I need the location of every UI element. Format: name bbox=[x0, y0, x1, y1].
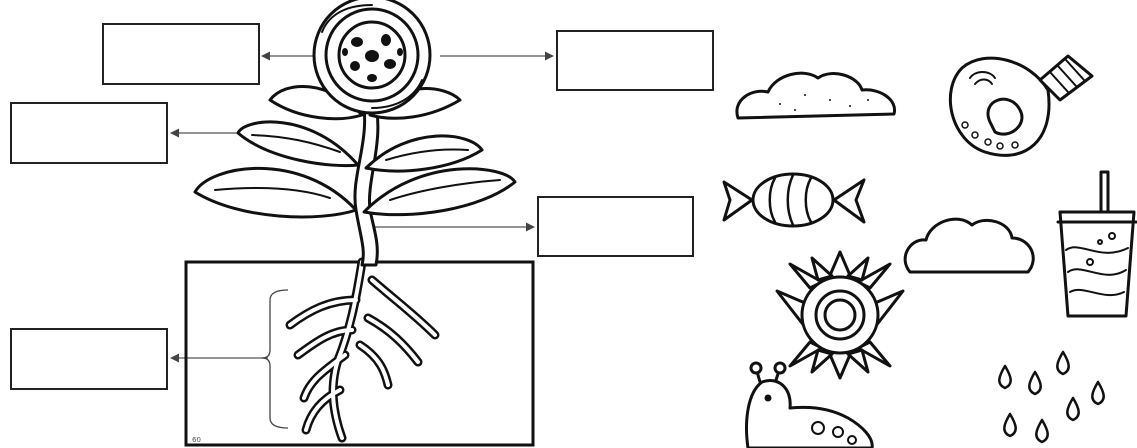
leaf-bottom-right bbox=[364, 169, 515, 215]
drink-cup-icon bbox=[1058, 172, 1136, 316]
bird-icon bbox=[950, 56, 1092, 155]
leaf-bottom-left bbox=[195, 168, 356, 217]
plant-drawing bbox=[195, 0, 515, 438]
sun-icon bbox=[777, 252, 903, 378]
flower-head bbox=[314, 0, 430, 113]
leaf-mid-right bbox=[366, 136, 482, 171]
raindrops-icon bbox=[999, 352, 1103, 442]
leaf-mid-left bbox=[238, 122, 358, 166]
page-stamp: 60 bbox=[192, 436, 201, 444]
snail-icon bbox=[747, 363, 873, 448]
roots bbox=[290, 262, 435, 438]
roots-bracket bbox=[262, 290, 288, 428]
cloud-icon bbox=[737, 73, 895, 118]
candy-icon bbox=[724, 174, 864, 226]
cloud-icon bbox=[905, 219, 1033, 272]
stem bbox=[355, 95, 378, 265]
